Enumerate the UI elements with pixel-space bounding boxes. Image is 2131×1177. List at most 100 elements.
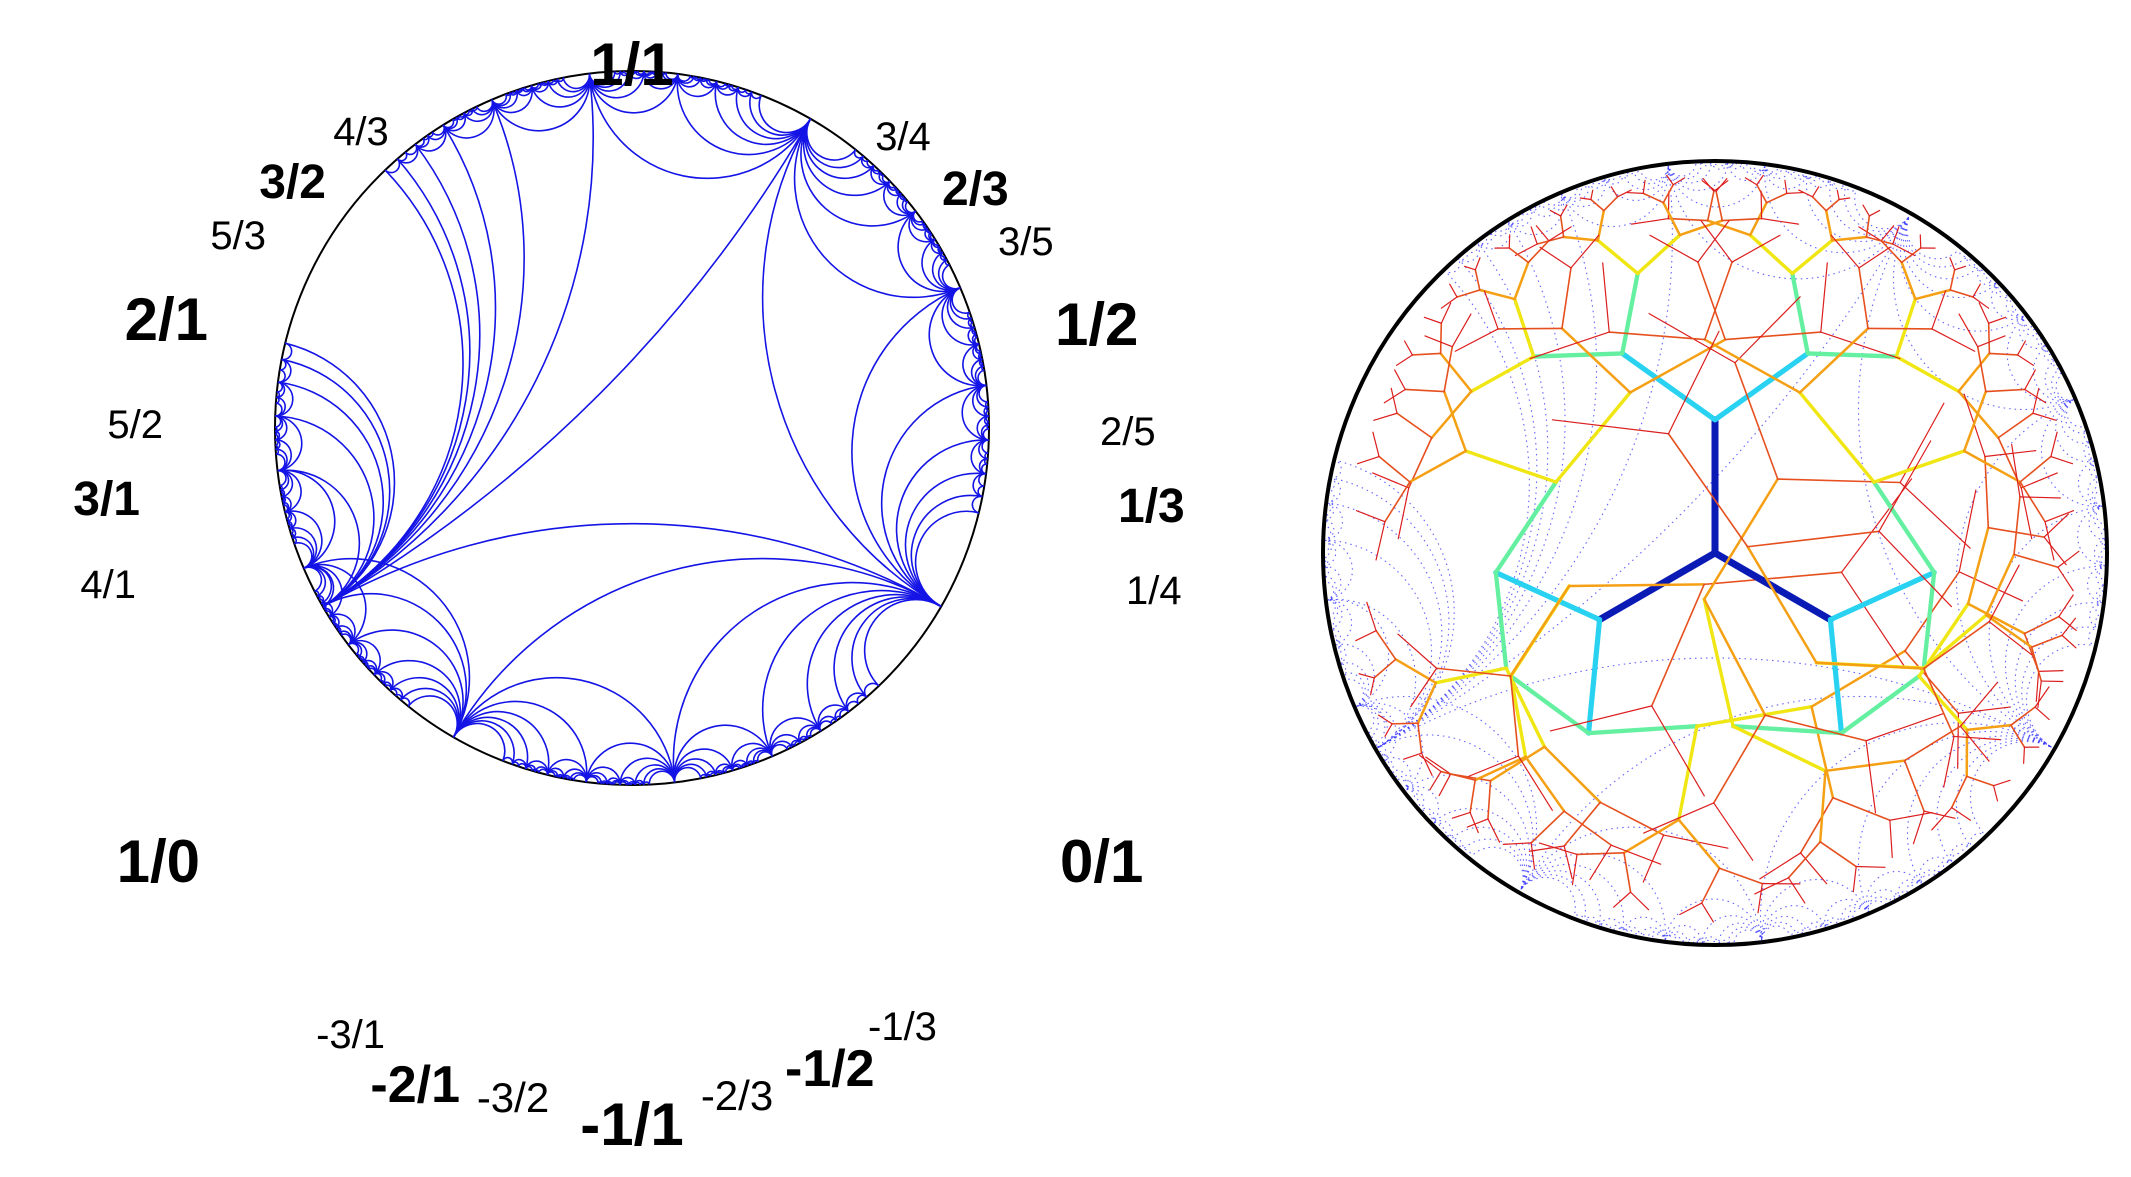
tree-edge-259 bbox=[1950, 775, 1968, 809]
tree-edge-333 bbox=[1977, 335, 2006, 348]
tree-edge-166 bbox=[1697, 261, 1727, 341]
dotted-arc-7 bbox=[1857, 730, 2055, 914]
tree-edge-325 bbox=[2019, 455, 2052, 483]
geodesic-arc-297 bbox=[491, 93, 508, 105]
tree-edge-9 bbox=[2032, 412, 2057, 421]
tree-edge-308 bbox=[1764, 714, 1867, 742]
dotted-arc-45 bbox=[1852, 907, 1870, 920]
tree-edge-35 bbox=[1830, 235, 1868, 242]
tree-edge-203 bbox=[1679, 902, 1703, 916]
tree-edge-164 bbox=[1820, 331, 1901, 360]
tree-edge-106 bbox=[1474, 269, 1481, 291]
dotted-arc-260 bbox=[1560, 163, 1670, 228]
tree-edge-111 bbox=[1440, 296, 1458, 309]
tree-edge-70 bbox=[1760, 190, 1763, 220]
dotted-arc-390 bbox=[1976, 264, 1999, 286]
geodesic-arc-416 bbox=[904, 200, 917, 214]
dotted-arc-226 bbox=[1325, 599, 1336, 617]
geodesic-arc-1 bbox=[322, 592, 468, 738]
tree-edge-216 bbox=[1810, 649, 1907, 708]
dotted-arc-245 bbox=[1323, 518, 1335, 541]
tree-edge-172 bbox=[1539, 246, 1572, 269]
tree-edge-11 bbox=[1957, 352, 1991, 393]
tree-edge-161 bbox=[1554, 390, 1632, 484]
tree-edge-332 bbox=[1976, 345, 1987, 393]
dotted-arc-181 bbox=[1373, 744, 1387, 761]
geodesic-arc-479 bbox=[961, 384, 989, 441]
tree-edge-195 bbox=[1576, 852, 1625, 856]
tree-edge-273 bbox=[1966, 602, 2026, 635]
dotted-arc-382 bbox=[1854, 187, 1912, 230]
tree-edge-24 bbox=[1954, 265, 1967, 271]
dotted-arc-137 bbox=[1448, 826, 1526, 893]
tree-edge-319 bbox=[1871, 479, 1937, 575]
geodesic-arc-449 bbox=[941, 287, 980, 346]
tree-edge-358 bbox=[2061, 617, 2076, 636]
tree-edge-112 bbox=[1469, 354, 1536, 394]
tree-edge-118 bbox=[1403, 340, 1413, 356]
tree-edge-38 bbox=[1892, 226, 1900, 245]
tree-edge-98 bbox=[1513, 261, 1530, 301]
label-minus-3-1: -3/1 bbox=[316, 1013, 385, 1057]
tree-edge-247 bbox=[1567, 583, 1706, 588]
tree-edge-83 bbox=[1603, 195, 1619, 212]
tree-edge-184 bbox=[1408, 449, 1468, 484]
tree-edge-58 bbox=[1706, 190, 1715, 222]
tree-edge-289 bbox=[1818, 769, 1827, 844]
tree-edge-68 bbox=[1721, 217, 1763, 222]
tree-edge-240 bbox=[1509, 584, 1571, 678]
geodesic-arc-164 bbox=[347, 642, 360, 656]
dotted-arc-481 bbox=[2088, 505, 2107, 541]
dotted-arc-293 bbox=[1560, 181, 1590, 202]
tree-edge-165 bbox=[1820, 262, 1828, 333]
dotted-arc-244 bbox=[1326, 502, 1443, 750]
colored-dual-tree bbox=[1355, 174, 2080, 923]
dotted-arc-165 bbox=[1382, 756, 1412, 792]
label-2-1: 2/1 bbox=[125, 286, 208, 353]
geodesic-arc-134 bbox=[303, 563, 367, 646]
tree-edge-152 bbox=[1487, 818, 1501, 843]
dotted-arc-324 bbox=[1727, 161, 1766, 181]
dotted-arc-447 bbox=[2040, 398, 2105, 508]
dotted-arc-10 bbox=[1866, 870, 1923, 914]
tree-edge-341 bbox=[1858, 246, 1891, 269]
dotted-arc-12 bbox=[1918, 856, 1954, 886]
tree-edge-64 bbox=[1619, 350, 1718, 423]
tree-edge-80 bbox=[1626, 191, 1644, 194]
tree-edge-171 bbox=[1570, 234, 1600, 269]
tree-edge-303 bbox=[1702, 597, 1735, 728]
tree-edge-349 bbox=[1529, 331, 1610, 360]
dotted-arc-118 bbox=[1518, 870, 1601, 928]
tree-edge-287 bbox=[1730, 724, 1844, 736]
tree-edge-312 bbox=[1776, 478, 1901, 484]
geodesic-arc-496 bbox=[904, 472, 987, 608]
geodesic-arc-485 bbox=[978, 384, 989, 403]
geodesic-arc-18 bbox=[846, 700, 860, 713]
tree-edge-226 bbox=[1440, 770, 1476, 781]
dotted-arc-132 bbox=[1354, 704, 1388, 750]
tree-edge-7 bbox=[2020, 472, 2058, 489]
tree-edge-188 bbox=[1384, 481, 1411, 523]
tree-edge-357 bbox=[2061, 634, 2077, 649]
tree-edge-6 bbox=[2020, 487, 2033, 540]
tree-edge-48 bbox=[1798, 189, 1814, 198]
tree-edge-116 bbox=[1423, 316, 1442, 324]
dotted-arc-503 bbox=[2089, 602, 2104, 629]
tree-edge-92 bbox=[1549, 209, 1562, 217]
dotted-arc-384 bbox=[1955, 398, 2076, 750]
dotted-arc-102 bbox=[1518, 864, 1625, 934]
geodesic-arc-228 bbox=[275, 415, 375, 608]
tree-edge-33 bbox=[1790, 271, 1810, 356]
tree-edge-217 bbox=[1904, 650, 1960, 715]
geodesic-arc-194 bbox=[303, 566, 323, 593]
dotted-arc-448 bbox=[1988, 505, 2105, 750]
tree-edge-201 bbox=[1677, 818, 1721, 870]
tree-edge-263 bbox=[1992, 785, 1999, 802]
tree-edge-193 bbox=[1677, 724, 1699, 822]
tree-edge-36 bbox=[1865, 236, 1894, 245]
tree-edge-146 bbox=[1489, 745, 1546, 782]
geodesic-arc-257 bbox=[322, 73, 594, 608]
tree-edge-117 bbox=[1411, 352, 1442, 356]
geodesic-arc-136 bbox=[347, 639, 381, 676]
tree-edge-282 bbox=[2043, 536, 2067, 566]
